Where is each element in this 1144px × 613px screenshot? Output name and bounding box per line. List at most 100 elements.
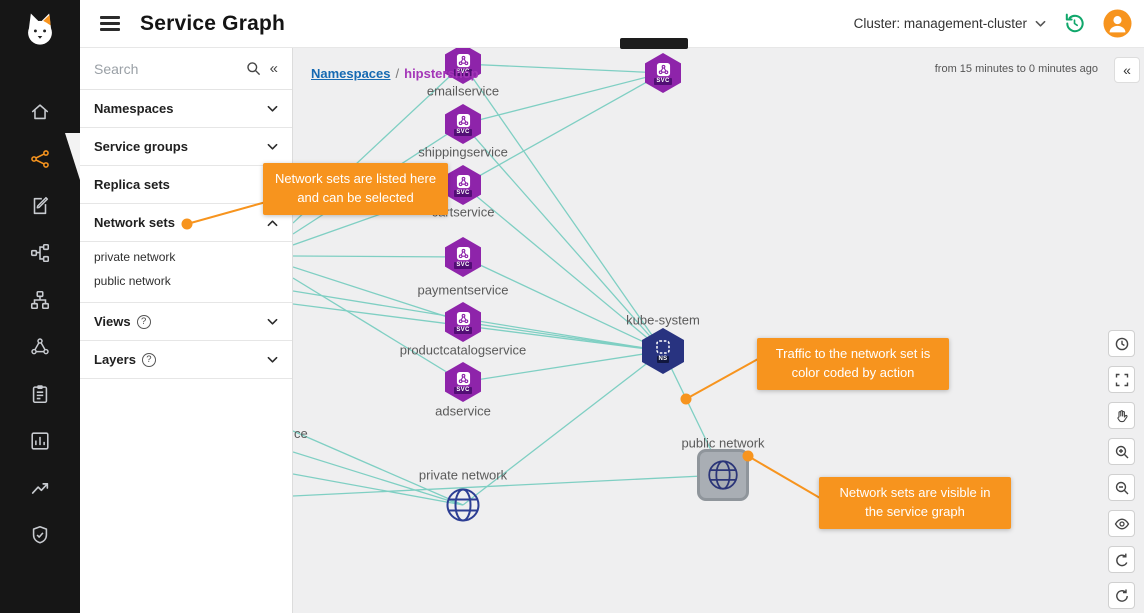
rail-item-edit-doc[interactable] bbox=[0, 182, 80, 229]
calico-cat-icon bbox=[28, 13, 52, 45]
cluster-selector[interactable]: Cluster: management-cluster bbox=[854, 16, 1046, 31]
edge-ext-l-to-public-network bbox=[293, 474, 724, 497]
panel-section-replica-sets[interactable]: Replica sets bbox=[80, 166, 292, 204]
chevron-down-icon bbox=[267, 356, 278, 363]
node-label-productcatalogservice: productcatalogservice bbox=[399, 342, 527, 358]
panel-section-namespaces[interactable]: Namespaces bbox=[80, 90, 292, 128]
edge-cartservice-to-kube-system bbox=[462, 184, 664, 352]
graph-node-cartservice[interactable]: SVC bbox=[445, 165, 481, 205]
panel-section-layers[interactable]: Layers? bbox=[80, 341, 292, 379]
edge-private-network-to-kube-system bbox=[462, 350, 664, 506]
bar-chart-icon bbox=[29, 430, 51, 452]
rail-item-shield-check[interactable] bbox=[0, 511, 80, 558]
edge-productcatalogservice-to-kube-system bbox=[462, 321, 664, 352]
shield-check-icon bbox=[29, 524, 51, 546]
clipped-tooltip bbox=[620, 38, 688, 49]
rail-item-hierarchy[interactable] bbox=[0, 276, 80, 323]
node-label-kube-system: kube-system bbox=[626, 312, 700, 328]
chevron-down-icon bbox=[267, 143, 278, 150]
panel-section-service-groups[interactable]: Service groups bbox=[80, 128, 292, 166]
active-wedge bbox=[65, 133, 80, 180]
history-icon bbox=[1065, 13, 1084, 33]
rail-item-bar-chart[interactable] bbox=[0, 417, 80, 464]
search-icon[interactable] bbox=[246, 61, 261, 76]
graph-node-emailservice[interactable]: SVC bbox=[445, 48, 481, 84]
section-label: Layers bbox=[94, 352, 136, 367]
app-rail bbox=[0, 0, 80, 613]
chevron-up-icon bbox=[267, 219, 278, 226]
graph-toolbar bbox=[1108, 330, 1135, 609]
pan-hand-button[interactable] bbox=[1108, 402, 1135, 429]
rail-item-trend-up[interactable] bbox=[0, 464, 80, 511]
edge-shippingservice-to-svc-top bbox=[462, 72, 664, 125]
help-icon: ? bbox=[141, 352, 156, 367]
node-label-emailservice: emailservice bbox=[426, 83, 500, 99]
app-header: Service Graph Cluster: management-cluste… bbox=[80, 0, 1144, 48]
home-icon bbox=[29, 101, 51, 123]
zoom-out-button[interactable] bbox=[1108, 474, 1135, 501]
refresh-button[interactable] bbox=[1108, 582, 1135, 609]
zoom-out-icon bbox=[1114, 480, 1130, 496]
graph-node-paymentservice[interactable]: SVC bbox=[445, 237, 481, 277]
cluster-label: Cluster: management-cluster bbox=[853, 16, 1027, 31]
panel-section-network-sets[interactable]: Network sets bbox=[80, 204, 292, 242]
visibility-button[interactable] bbox=[1108, 510, 1135, 537]
rail-nav bbox=[0, 88, 80, 558]
share-nodes-icon bbox=[29, 242, 51, 264]
graph-node-svc-top[interactable]: SVC bbox=[645, 53, 681, 93]
rail-item-clipboard[interactable] bbox=[0, 370, 80, 417]
visibility-icon bbox=[1114, 516, 1130, 532]
fit-screen-icon bbox=[1114, 372, 1130, 388]
callout-network-sets-visible: Network sets are visible in the service … bbox=[819, 477, 1011, 529]
breadcrumb-namespaces-link[interactable]: Namespaces bbox=[311, 66, 391, 81]
menu-icon[interactable] bbox=[100, 13, 120, 35]
node-label-paymentservice: paymentservice bbox=[417, 282, 509, 298]
rail-item-service-graph[interactable] bbox=[0, 135, 80, 182]
node-label-public-network: public network bbox=[681, 435, 765, 451]
network-sets-list: private network public network bbox=[80, 242, 292, 303]
workload-icon bbox=[456, 53, 470, 67]
help-icon: ? bbox=[136, 314, 151, 329]
section-label: Replica sets bbox=[94, 177, 170, 192]
search-input[interactable] bbox=[94, 60, 237, 77]
graph-node-adservice[interactable]: SVC bbox=[445, 362, 481, 402]
undo-button[interactable] bbox=[1108, 546, 1135, 573]
network-set-item-public-network[interactable]: public network bbox=[94, 274, 171, 288]
zoom-in-button[interactable] bbox=[1108, 438, 1135, 465]
section-label: Network sets bbox=[94, 215, 175, 230]
service-graph-icon bbox=[29, 148, 51, 170]
cluster-icon bbox=[29, 336, 51, 358]
calico-logo[interactable] bbox=[18, 2, 62, 58]
chevron-down-icon bbox=[267, 105, 278, 112]
network-set-item-private-network[interactable]: private network bbox=[94, 250, 176, 264]
undo-icon bbox=[1114, 552, 1130, 568]
panel-section-views[interactable]: Views? bbox=[80, 303, 292, 341]
edge-ext-j-to-private-network bbox=[293, 451, 464, 506]
user-avatar[interactable] bbox=[1103, 9, 1132, 38]
panel-collapse-button[interactable]: « bbox=[269, 60, 278, 77]
edge-ext-e-to-productcatalogservice bbox=[293, 266, 464, 323]
node-badge: SVC bbox=[454, 189, 472, 197]
rail-item-home[interactable] bbox=[0, 88, 80, 135]
graph-node-kube-system[interactable]: NS bbox=[642, 328, 684, 374]
graph-node-productcatalogservice[interactable]: SVC bbox=[445, 302, 481, 342]
graph-node-private-network[interactable] bbox=[445, 487, 481, 523]
breadcrumb-separator: / bbox=[395, 66, 400, 81]
workload-icon bbox=[456, 371, 470, 385]
node-badge: SVC bbox=[454, 128, 472, 136]
refresh-icon bbox=[1114, 588, 1130, 604]
time-button[interactable] bbox=[1108, 330, 1135, 357]
graph-node-shippingservice[interactable]: SVC bbox=[445, 104, 481, 144]
rail-item-cluster[interactable] bbox=[0, 323, 80, 370]
fit-screen-button[interactable] bbox=[1108, 366, 1135, 393]
node-badge: NS bbox=[656, 356, 670, 363]
hierarchy-icon bbox=[29, 289, 51, 311]
graph-node-public-network[interactable] bbox=[697, 449, 749, 501]
section-label: Namespaces bbox=[94, 101, 174, 116]
right-panel-collapse-button[interactable]: « bbox=[1114, 57, 1140, 83]
rail-item-share-nodes[interactable] bbox=[0, 229, 80, 276]
history-button[interactable] bbox=[1062, 11, 1087, 36]
time-icon bbox=[1114, 336, 1130, 352]
